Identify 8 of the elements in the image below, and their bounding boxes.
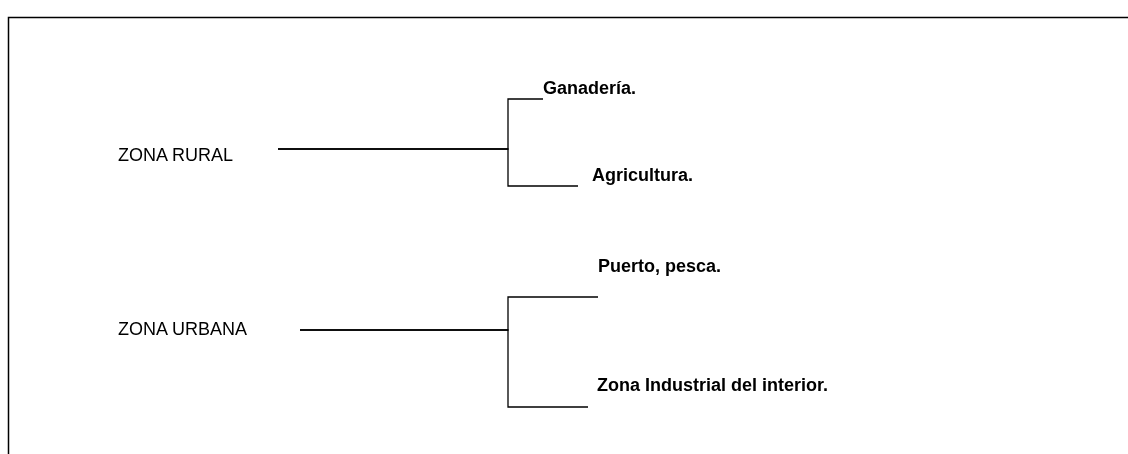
node-label: ZONA URBANA: [118, 318, 248, 340]
connector-line: [299, 329, 589, 408]
node-label: ZONA RURAL: [118, 144, 234, 166]
connector-line: [277, 148, 579, 187]
node-label: Agricultura.: [592, 165, 693, 186]
node-label: Puerto, pesca.: [598, 256, 722, 277]
node-label: Ganadería.: [543, 78, 637, 99]
node-label: Zona Industrial del interior.: [597, 375, 829, 396]
